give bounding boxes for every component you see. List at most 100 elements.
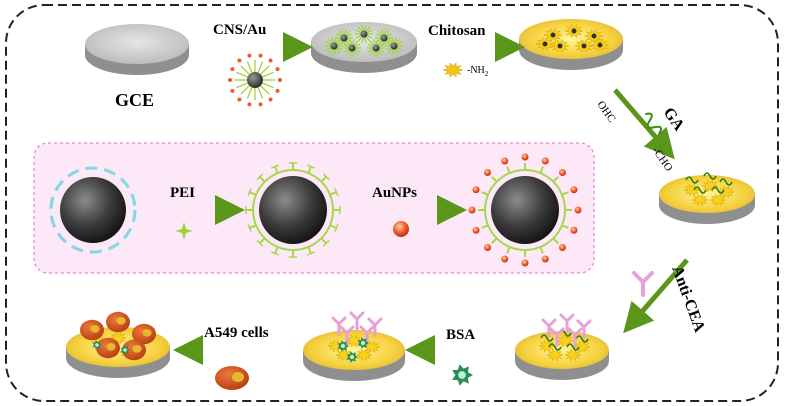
pei-spike-cap [334, 224, 339, 232]
pei-spike [274, 246, 279, 254]
pei-spike [307, 166, 312, 174]
ga-linker [711, 186, 725, 194]
cells-disc-bsa [120, 345, 130, 355]
composite-aunp [541, 255, 549, 263]
antibody-disc-linker [548, 343, 562, 351]
arrow-chitosan-to-ga [613, 88, 675, 160]
composite-spike [561, 224, 569, 229]
composite-aunp [484, 243, 492, 251]
bound-antibody [549, 327, 565, 347]
cns-au-particle [355, 25, 373, 43]
chitosan-core [591, 33, 597, 39]
composite-aunp [484, 169, 492, 177]
chitosan-core [581, 43, 587, 49]
cns-au-icon-gold [278, 78, 282, 82]
cns-au-particle [343, 39, 361, 57]
composite-spike [491, 237, 498, 244]
composite-aunp [468, 206, 476, 214]
outer-dashed-border [5, 4, 779, 402]
pei-spike-cap [307, 251, 315, 256]
pei-spike-cap [322, 239, 330, 247]
composite-aunp [558, 243, 566, 251]
composite-spike [481, 191, 489, 196]
pei-spike-cap [256, 239, 264, 247]
arrow-ga-to-anticea [623, 258, 689, 334]
antibody-layer [538, 313, 592, 362]
pei-spike-cap [322, 173, 330, 181]
composite-aunp [501, 255, 509, 263]
cns-au-icon-gold [275, 88, 280, 93]
ga-linker-icon [644, 112, 662, 135]
ga-linker [703, 172, 717, 180]
antibody-disc-linker [566, 343, 580, 351]
ga-linker [693, 186, 707, 194]
chitosan-core [571, 28, 577, 34]
cns-au-particle [385, 37, 403, 55]
composite-aunp [558, 169, 566, 177]
captured-cell [122, 339, 146, 361]
pei-spike-cap [307, 164, 315, 169]
chitosan-core [550, 32, 556, 38]
bound-bsa [346, 351, 358, 363]
pei-spike [259, 176, 266, 183]
cns-au-icon-core [235, 60, 275, 100]
bound-antibody [576, 319, 592, 339]
ga-linker [685, 176, 699, 184]
composite-spike [561, 191, 569, 196]
label-bsa: BSA [446, 327, 475, 343]
composite-aunp [570, 186, 578, 194]
bsa-disc-star [355, 348, 373, 362]
pei-spike-cap [247, 224, 252, 232]
cns-au-particles [325, 25, 403, 57]
label-ga: GA [660, 105, 688, 135]
captured-cell [96, 337, 120, 359]
composite-aunp [521, 259, 529, 267]
pei-spike [249, 191, 257, 196]
cns-au-icon-gold [258, 102, 263, 107]
cns-au-icon-gold [230, 88, 235, 93]
pei-modified-core [245, 162, 341, 258]
pei-spike [249, 224, 257, 229]
composite-aunp [472, 226, 480, 234]
antibody-disc-star [538, 339, 556, 353]
bound-antibody [541, 318, 557, 338]
gce-disc [85, 24, 189, 75]
cns-au-icon-gold [237, 58, 242, 63]
cns-au-icon-gold [268, 97, 273, 102]
antibody-disc-star [564, 348, 582, 362]
cns-au-icon-gold [247, 102, 252, 107]
label-aunps: AuNPs [372, 185, 417, 201]
chitosan-particles [535, 24, 610, 53]
composite-aunp [472, 186, 480, 194]
cns-au-particle [325, 37, 343, 55]
ga-linker [719, 178, 733, 186]
cns-au-disc [311, 22, 417, 73]
bound-antibody [567, 327, 583, 347]
captured-cell [132, 323, 156, 345]
pei-spike [329, 191, 337, 196]
label-nh2: -NH2 [467, 65, 489, 78]
ga-star [691, 193, 709, 207]
pei-spike [307, 246, 312, 254]
composite-spike [552, 237, 559, 244]
composite-spike [506, 166, 511, 174]
bsa-disc-antibody [359, 325, 375, 345]
composite-spike [481, 224, 489, 229]
cns-au-particle [367, 39, 385, 57]
cns-au-icon-gold [247, 53, 252, 58]
composite-aunp [570, 226, 578, 234]
label-cho: -CHO [650, 145, 675, 174]
bsa-disc-antibody [331, 316, 347, 336]
bound-bsa [357, 337, 369, 349]
composite-spike [491, 176, 498, 183]
pei-icon [175, 222, 193, 240]
label-ohc: OHC [595, 99, 618, 125]
cells-disc-bsa [92, 340, 102, 350]
ga-star [717, 185, 735, 199]
composite-aunp [541, 157, 549, 165]
bsa-protein-icon [452, 364, 473, 386]
label-pei: PEI [170, 185, 195, 201]
cns-au-icon-gold [228, 78, 232, 82]
chitosan-core [557, 43, 563, 49]
cns-au-particle-icon [228, 53, 282, 107]
